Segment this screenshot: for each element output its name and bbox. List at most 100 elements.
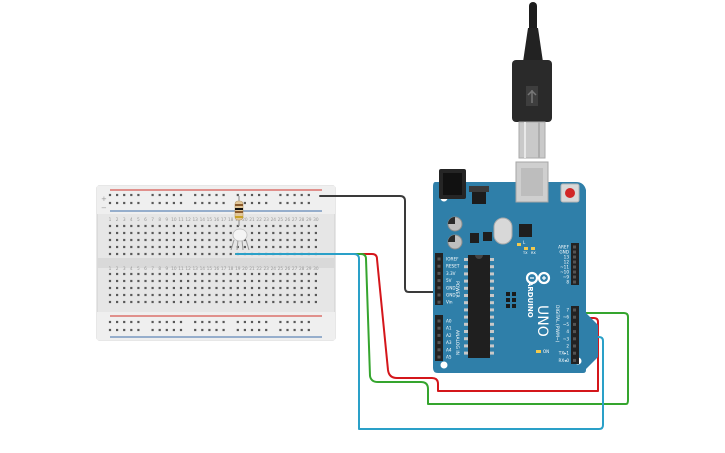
- breadboard-hole[interactable]: [187, 238, 190, 242]
- breadboard-hole[interactable]: [158, 224, 161, 228]
- breadboard-hole[interactable]: [108, 231, 112, 235]
- breadboard-hole[interactable]: [144, 300, 147, 304]
- breadboard-hole[interactable]: [201, 252, 204, 256]
- breadboard-hole[interactable]: [222, 279, 225, 283]
- breadboard-hole[interactable]: [243, 272, 246, 276]
- breadboard-hole[interactable]: [236, 224, 239, 228]
- breadboard-hole[interactable]: [215, 238, 218, 242]
- breadboard-hole[interactable]: [293, 245, 296, 249]
- digital-pin-socket[interactable]: [573, 344, 576, 348]
- breadboard-hole[interactable]: [108, 272, 112, 276]
- breadboard-hole[interactable]: [144, 238, 147, 242]
- breadboard-hole[interactable]: [194, 231, 197, 235]
- breadboard-hole[interactable]: [108, 245, 112, 249]
- breadboard-hole[interactable]: [165, 272, 168, 276]
- breadboard-hole[interactable]: [250, 286, 254, 290]
- breadboard-hole[interactable]: [151, 286, 154, 290]
- breadboard-hole[interactable]: [286, 238, 289, 242]
- breadboard-hole[interactable]: [279, 293, 282, 297]
- breadboard-hole[interactable]: [265, 328, 268, 332]
- breadboard-hole[interactable]: [123, 231, 126, 235]
- breadboard-hole[interactable]: [215, 272, 218, 276]
- analog-header[interactable]: [435, 315, 443, 361]
- breadboard-hole[interactable]: [130, 328, 133, 332]
- breadboard-hole[interactable]: [130, 252, 133, 256]
- analog-pin-socket[interactable]: [437, 326, 441, 330]
- breadboard-hole[interactable]: [187, 245, 190, 249]
- breadboard-hole[interactable]: [165, 279, 168, 283]
- breadboard-hole[interactable]: [194, 293, 197, 297]
- breadboard-hole[interactable]: [130, 201, 133, 205]
- breadboard-hole[interactable]: [215, 279, 218, 283]
- breadboard-hole[interactable]: [179, 286, 183, 290]
- breadboard-hole[interactable]: [272, 279, 275, 283]
- breadboard-hole[interactable]: [116, 279, 119, 283]
- breadboard-hole[interactable]: [151, 231, 154, 235]
- breadboard-hole[interactable]: [137, 293, 140, 297]
- breadboard-hole[interactable]: [144, 293, 147, 297]
- breadboard-hole[interactable]: [250, 293, 254, 297]
- breadboard-hole[interactable]: [108, 320, 112, 324]
- breadboard-hole[interactable]: [179, 201, 183, 205]
- breadboard-hole[interactable]: [172, 238, 175, 242]
- digital-pin-socket[interactable]: [573, 315, 576, 319]
- breadboard-hole[interactable]: [286, 286, 289, 290]
- breadboard-hole[interactable]: [286, 231, 289, 235]
- breadboard-hole[interactable]: [293, 286, 296, 290]
- breadboard-hole[interactable]: [116, 328, 119, 332]
- breadboard-hole[interactable]: [307, 231, 310, 235]
- breadboard-hole[interactable]: [201, 300, 204, 304]
- breadboard-hole[interactable]: [201, 238, 204, 242]
- breadboard-hole[interactable]: [194, 328, 197, 332]
- breadboard-hole[interactable]: [108, 300, 112, 304]
- breadboard-hole[interactable]: [279, 193, 282, 197]
- breadboard-hole[interactable]: [250, 193, 254, 197]
- breadboard-hole[interactable]: [250, 245, 254, 249]
- breadboard-hole[interactable]: [243, 300, 246, 304]
- power-pin-socket[interactable]: [437, 264, 441, 268]
- breadboard-hole[interactable]: [172, 300, 175, 304]
- digital-pin-socket[interactable]: [573, 270, 576, 274]
- breadboard-hole[interactable]: [137, 279, 140, 283]
- breadboard-hole[interactable]: [151, 300, 154, 304]
- breadboard-hole[interactable]: [165, 320, 168, 324]
- breadboard-hole[interactable]: [258, 320, 261, 324]
- breadboard-hole[interactable]: [258, 293, 261, 297]
- breadboard-hole[interactable]: [137, 286, 140, 290]
- breadboard-hole[interactable]: [123, 286, 126, 290]
- power-pin-socket[interactable]: [437, 286, 441, 290]
- breadboard-hole[interactable]: [108, 193, 112, 197]
- breadboard-hole[interactable]: [108, 279, 112, 283]
- breadboard-hole[interactable]: [123, 328, 126, 332]
- breadboard-hole[interactable]: [208, 231, 211, 235]
- breadboard-hole[interactable]: [229, 300, 232, 304]
- breadboard-hole[interactable]: [229, 252, 232, 256]
- breadboard-hole[interactable]: [108, 293, 112, 297]
- breadboard-hole[interactable]: [158, 238, 161, 242]
- breadboard-hole[interactable]: [123, 279, 126, 283]
- breadboard-hole[interactable]: [208, 224, 211, 228]
- breadboard-hole[interactable]: [222, 328, 225, 332]
- breadboard-hole[interactable]: [201, 193, 204, 197]
- breadboard-hole[interactable]: [187, 224, 190, 228]
- breadboard-hole[interactable]: [194, 224, 197, 228]
- breadboard-hole[interactable]: [215, 252, 218, 256]
- breadboard-hole[interactable]: [208, 252, 211, 256]
- breadboard-hole[interactable]: [286, 293, 289, 297]
- breadboard-hole[interactable]: [222, 320, 225, 324]
- breadboard-hole[interactable]: [250, 328, 254, 332]
- digital-pin-socket[interactable]: [573, 280, 576, 284]
- breadboard-hole[interactable]: [222, 193, 225, 197]
- breadboard-hole[interactable]: [130, 238, 133, 242]
- breadboard-hole[interactable]: [151, 238, 154, 242]
- breadboard-hole[interactable]: [215, 224, 218, 228]
- usb-cable[interactable]: [512, 2, 552, 159]
- analog-pin-socket[interactable]: [437, 319, 441, 323]
- digital-pin-socket[interactable]: [573, 330, 576, 334]
- breadboard-hole[interactable]: [144, 224, 147, 228]
- breadboard-hole[interactable]: [208, 320, 211, 324]
- breadboard-hole[interactable]: [130, 293, 133, 297]
- breadboard-hole[interactable]: [187, 231, 190, 235]
- breadboard-hole[interactable]: [165, 286, 168, 290]
- breadboard-hole[interactable]: [187, 279, 190, 283]
